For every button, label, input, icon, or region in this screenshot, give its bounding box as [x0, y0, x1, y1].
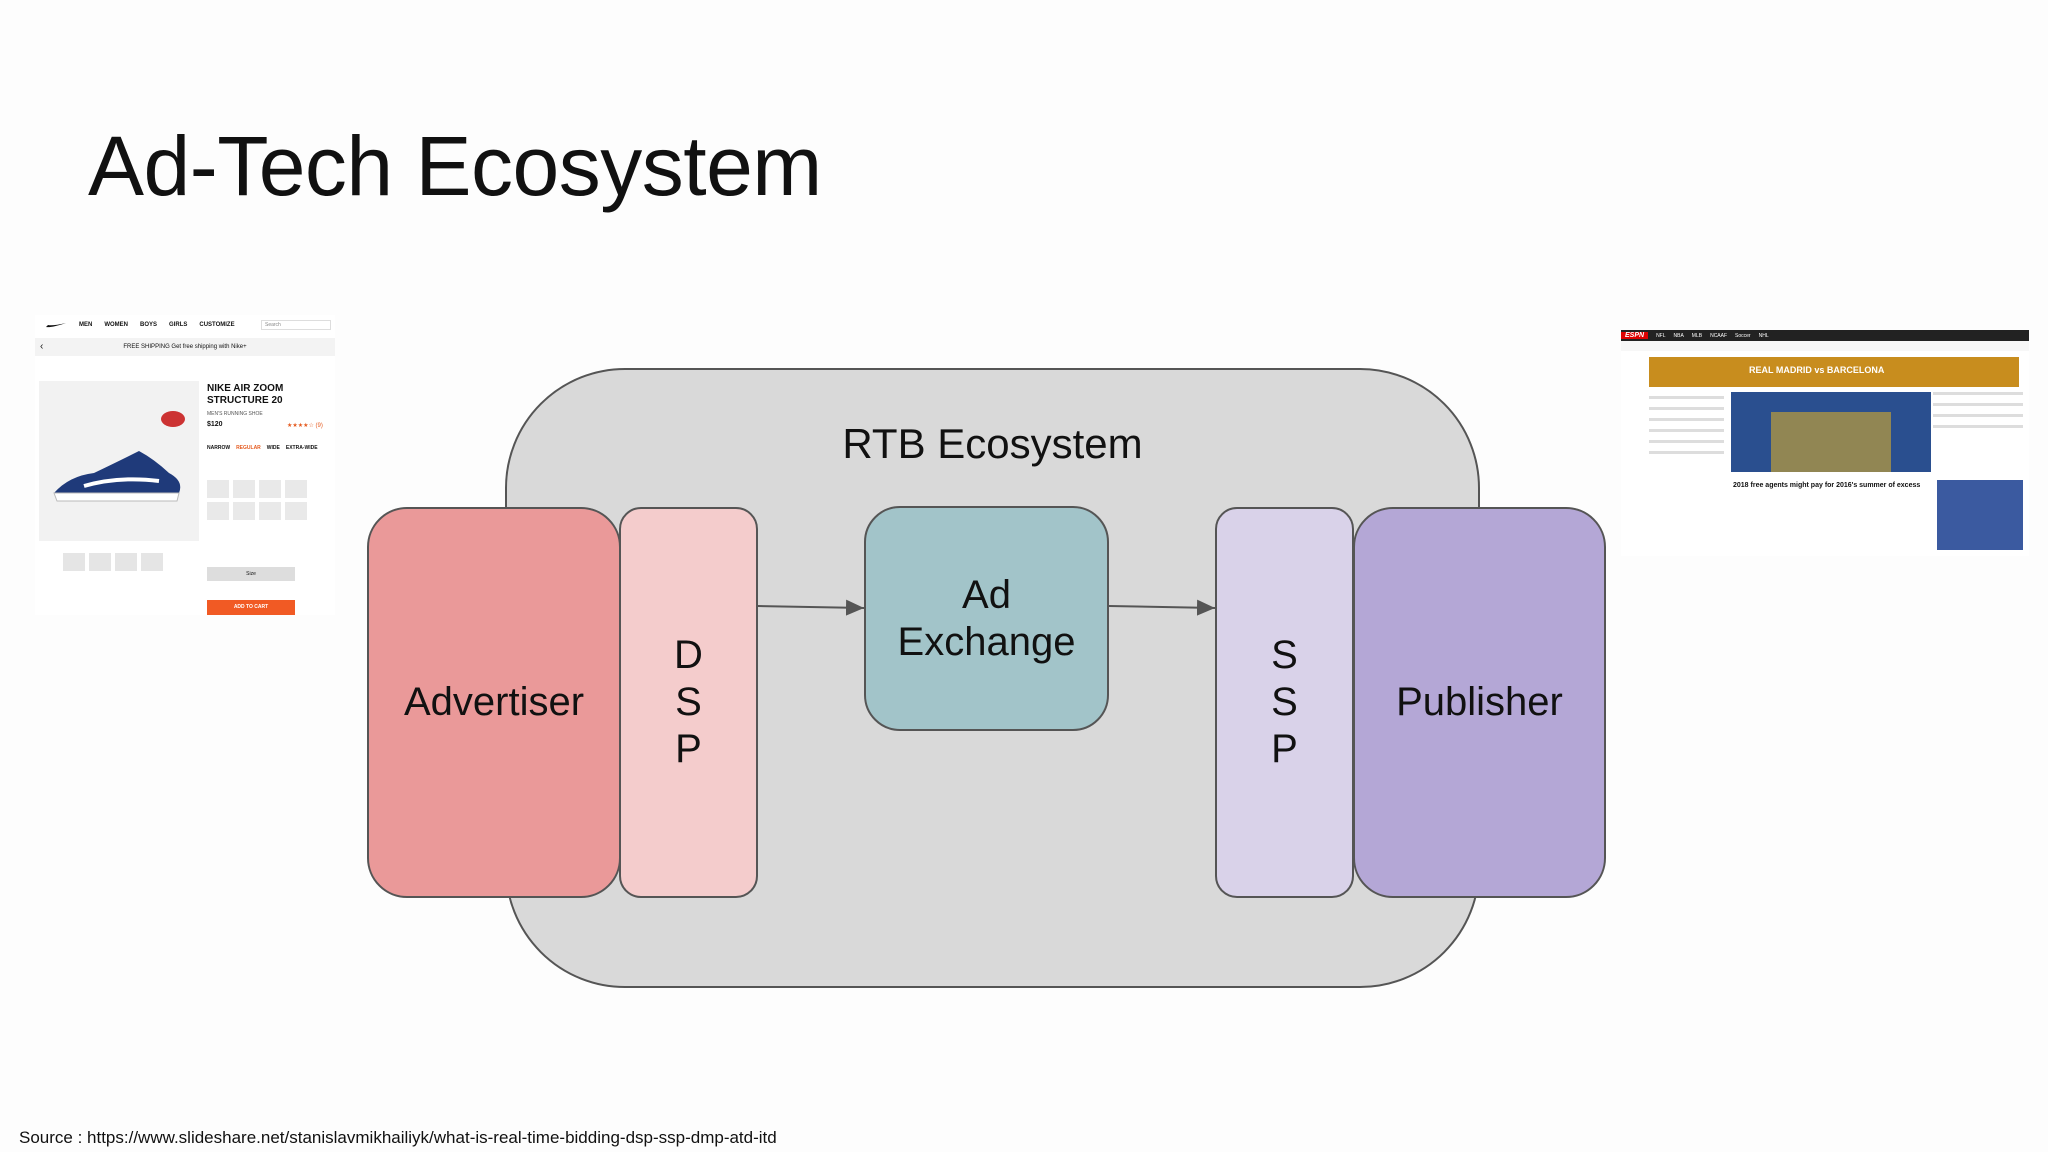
- news-nav-item: MLB: [1691, 332, 1703, 339]
- dsp-box: D S P: [619, 507, 758, 898]
- source-citation: Source : https://www.slideshare.net/stan…: [19, 1128, 777, 1147]
- news-quick-links: [1649, 396, 1724, 546]
- size-select: Size: [207, 567, 295, 581]
- ad-exchange-label-line: Ad: [962, 572, 1011, 617]
- shop-nav-item: MEN: [79, 322, 93, 328]
- dsp-letter: D: [674, 633, 703, 677]
- ssp-letter: P: [1271, 727, 1298, 771]
- news-hero-photo: [1731, 392, 1931, 472]
- news-top-headlines: [1933, 392, 2023, 472]
- shop-free-shipping-banner: FREE SHIPPING Get free shipping with Nik…: [35, 338, 335, 356]
- news-logo: ESPN: [1621, 332, 1649, 339]
- width-option: REGULAR: [236, 445, 261, 451]
- ssp-box: S S P: [1215, 507, 1354, 898]
- ad-exchange-label-line: Exchange: [897, 619, 1076, 664]
- thumbnail: [89, 553, 111, 571]
- publisher-box: Publisher: [1353, 507, 1606, 898]
- link-line: [1649, 396, 1724, 399]
- news-nav-item: NHL: [1758, 332, 1769, 339]
- publisher-label: Publisher: [1396, 680, 1563, 724]
- ssp-letter: S: [1271, 633, 1298, 677]
- link-line: [1933, 392, 2023, 395]
- product-rating: ★★★★☆ (9): [287, 423, 323, 429]
- dsp-letter: P: [675, 727, 702, 771]
- product-price: $120: [207, 421, 223, 428]
- link-line: [1649, 418, 1724, 421]
- color-swatches: [207, 480, 307, 520]
- news-ad-banner: REAL MADRID vs BARCELONA: [1649, 357, 2019, 387]
- dsp-letter: S: [675, 680, 702, 724]
- photo-accent: [1771, 412, 1891, 472]
- shop-nav-item: GIRLS: [169, 322, 188, 328]
- advertiser-box: Advertiser: [367, 507, 621, 898]
- advertiser-label: Advertiser: [403, 680, 585, 724]
- shop-nav-bar: MEN WOMEN BOYS GIRLS CUSTOMIZE Search: [35, 315, 335, 335]
- news-side-photo: [1937, 480, 2023, 550]
- link-line: [1649, 440, 1724, 443]
- add-to-cart-button: ADD TO CART: [207, 600, 295, 615]
- news-nav-item: NBA: [1673, 332, 1684, 339]
- thumbnail: [63, 553, 85, 571]
- shop-search-box: Search: [261, 320, 331, 330]
- advertiser-website-thumbnail: MEN WOMEN BOYS GIRLS CUSTOMIZE Search FR…: [35, 315, 335, 615]
- ad-exchange-box: Ad Exchange: [864, 506, 1109, 731]
- news-top-bar: ESPN NFL NBA MLB NCAAF Soccer NHL: [1621, 330, 2029, 341]
- width-options: NARROW REGULAR WIDE EXTRA-WIDE: [207, 445, 318, 451]
- link-line: [1933, 414, 2023, 417]
- product-thumbnails: [63, 553, 163, 571]
- shop-nav-item: CUSTOMIZE: [199, 322, 235, 328]
- news-banner-text: REAL MADRID vs BARCELONA: [1749, 365, 1885, 375]
- rtb-ecosystem-label: RTB Ecosystem: [842, 420, 1143, 467]
- news-nav-item: NFL: [1656, 332, 1666, 339]
- swatch: [285, 502, 307, 520]
- shoe-product-image: [39, 381, 199, 541]
- product-name: NIKE AIR ZOOM STRUCTURE 20: [207, 383, 284, 406]
- swatch: [207, 480, 229, 498]
- product-subtitle: MEN'S RUNNING SHOE: [207, 411, 263, 417]
- ssp-letter: S: [1271, 680, 1298, 724]
- swatch: [207, 502, 229, 520]
- swatch: [259, 502, 281, 520]
- shoe-badge-icon: [161, 411, 185, 427]
- news-nav-item: Soccer: [1735, 332, 1751, 339]
- news-sub-nav: [1621, 341, 2029, 351]
- width-option: EXTRA-WIDE: [285, 445, 318, 451]
- shop-nav-item: BOYS: [140, 322, 158, 328]
- link-line: [1649, 429, 1724, 432]
- news-headline: 2018 free agents might pay for 2016's su…: [1733, 482, 1921, 489]
- chevron-left-icon: ‹: [40, 341, 44, 352]
- width-option: NARROW: [207, 445, 231, 451]
- slide-title: Ad-Tech Ecosystem: [88, 119, 822, 213]
- news-nav-item: NCAAF: [1710, 332, 1728, 339]
- link-line: [1933, 403, 2023, 406]
- link-line: [1649, 407, 1724, 410]
- width-option: WIDE: [266, 445, 280, 451]
- thumbnail: [115, 553, 137, 571]
- link-line: [1933, 425, 2023, 428]
- swatch: [233, 502, 255, 520]
- swatch: [259, 480, 281, 498]
- swatch: [233, 480, 255, 498]
- shoe-icon: [53, 451, 181, 502]
- swoosh-logo-icon: [46, 323, 66, 328]
- publisher-website-thumbnail: ESPN NFL NBA MLB NCAAF Soccer NHL REAL M…: [1621, 330, 2029, 556]
- swatch: [285, 480, 307, 498]
- shop-nav-item: WOMEN: [104, 322, 129, 328]
- link-line: [1649, 451, 1724, 454]
- thumbnail: [141, 553, 163, 571]
